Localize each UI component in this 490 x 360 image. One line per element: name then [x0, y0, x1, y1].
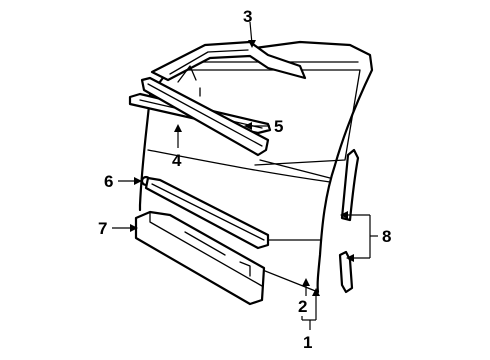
callout-label-5: 5 [274, 117, 283, 136]
callout-label-1: 1 [303, 333, 312, 352]
callout-label-3: 3 [243, 7, 252, 26]
callout-label-6: 6 [104, 172, 113, 191]
pillar-mouldings [338, 148, 360, 294]
callout-label-7: 7 [98, 219, 107, 238]
door-body [138, 40, 374, 294]
callout-label-4: 4 [172, 151, 182, 170]
belt-weatherstrip-lower [140, 76, 270, 157]
callout-label-8: 8 [382, 227, 391, 246]
lower-door-moulding [144, 176, 270, 250]
callout-leaders [112, 21, 378, 330]
rocker-moulding [134, 210, 266, 306]
callout-label-2: 2 [298, 297, 307, 316]
window-frame-channel [150, 40, 307, 83]
